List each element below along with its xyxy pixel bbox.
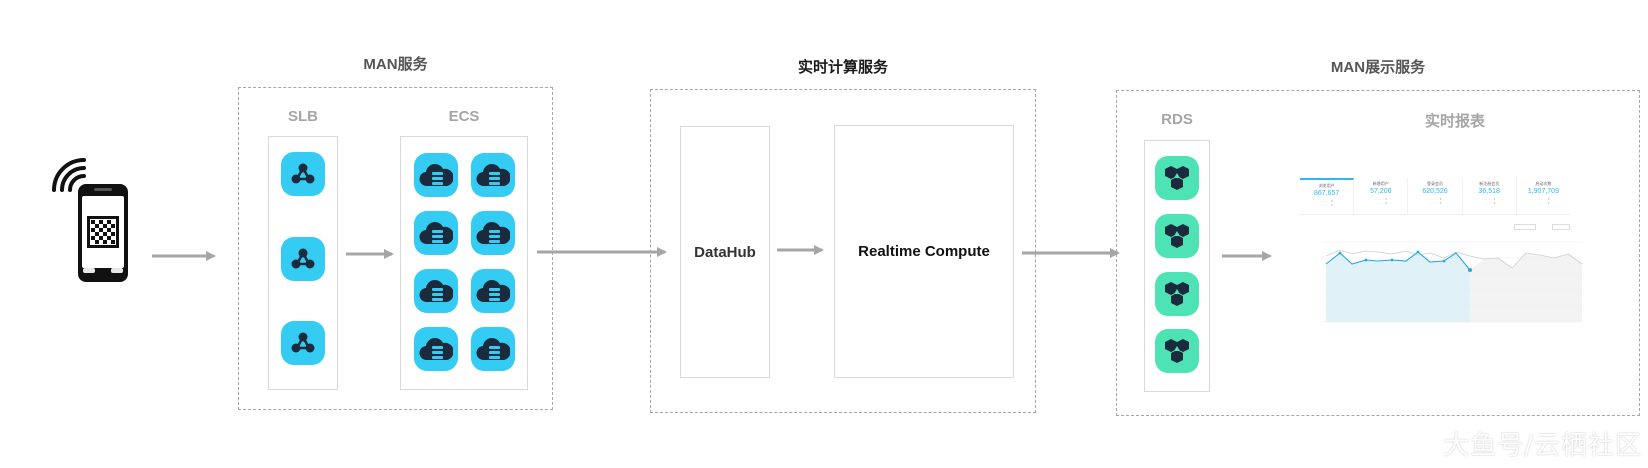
kpi-sub: ······ ··· ▾······ ··· ▾ xyxy=(1428,197,1442,205)
realtime-report-thumbnail: 浏览用户 867,657 ······ ··· ▾······ ··· ▾ 新增… xyxy=(1300,178,1592,344)
section-title-man: MAN服务 xyxy=(363,56,428,73)
section-man xyxy=(238,87,553,410)
kpi-sub: ······ ··· ▾······ ··· ▾ xyxy=(1374,197,1387,205)
watermark: 大鱼号/云栖社区 xyxy=(1443,431,1642,461)
kpi-value: 36,518 xyxy=(1478,188,1500,195)
section-realtime xyxy=(650,89,1036,413)
load-balancer-icon xyxy=(281,321,325,365)
kpi-sub: ······ ··· ▾······ ··· ▾ xyxy=(1320,199,1333,207)
kpi-sub: ······ ··· ▾······ ··· ▾ xyxy=(1537,197,1550,205)
realtime-compute-box: Realtime Compute xyxy=(834,125,1014,378)
slb-group xyxy=(268,136,338,390)
mobile-phone-qr-icon xyxy=(48,158,132,286)
cloud-server-icon xyxy=(414,327,458,371)
trend-line-chart xyxy=(1322,241,1583,323)
kpi-card: 登录会员 620,526 ······ ··· ▾······ ··· ▾ xyxy=(1408,178,1463,214)
kpi-card: 启动次数 1,907,709 ······ ··· ▾······ ··· ▾ xyxy=(1517,178,1570,214)
load-balancer-icon xyxy=(281,152,325,196)
datahub-box: DataHub xyxy=(680,126,770,378)
load-balancer-icon xyxy=(281,237,325,281)
database-hexagon-icon xyxy=(1155,156,1199,200)
database-hexagon-icon xyxy=(1155,272,1199,316)
date-picker[interactable] xyxy=(1514,224,1536,230)
kpi-card: 新注册会员 36,518 ······ ··· ▾······ ··· ▾ xyxy=(1463,178,1517,214)
kpi-sub: ······ ··· ▾······ ··· ▾ xyxy=(1483,197,1496,205)
cloud-server-icon xyxy=(471,327,515,371)
slb-label: SLB xyxy=(288,108,318,125)
rds-group xyxy=(1144,140,1210,392)
kpi-card: 浏览用户 867,657 ······ ··· ▾······ ··· ▾ xyxy=(1300,178,1355,214)
section-title-display: MAN展示服务 xyxy=(1330,59,1426,76)
database-hexagon-icon xyxy=(1155,329,1199,373)
cloud-server-icon xyxy=(414,153,458,197)
section-display xyxy=(1116,90,1640,416)
ecs-group xyxy=(400,136,528,390)
kpi-card: 新增用户 57,206 ······ ··· ▾······ ··· ▾ xyxy=(1354,178,1409,214)
report-label: 实时报表 xyxy=(1424,113,1485,130)
cloud-server-icon xyxy=(414,269,458,313)
database-hexagon-icon xyxy=(1155,214,1199,258)
kpi-label: 启动次数 xyxy=(1535,181,1552,186)
rds-label: RDS xyxy=(1161,111,1193,128)
kpi-value: 620,526 xyxy=(1422,188,1448,195)
kpi-label: 浏览用户 xyxy=(1318,183,1335,188)
kpi-value: 867,657 xyxy=(1313,190,1340,197)
cloud-server-icon xyxy=(471,153,515,197)
ecs-label: ECS xyxy=(448,108,480,125)
cloud-server-icon xyxy=(471,211,515,255)
datahub-label: DataHub xyxy=(694,243,756,261)
cloud-server-icon xyxy=(471,269,515,313)
realtime-compute-label: Realtime Compute xyxy=(858,243,990,260)
section-title-realtime: 实时计算服务 xyxy=(797,59,888,76)
kpi-label: 新增用户 xyxy=(1372,181,1389,186)
granularity-select[interactable] xyxy=(1552,224,1570,230)
kpi-label: 登录会员 xyxy=(1427,181,1443,186)
kpi-row: 浏览用户 867,657 ······ ··· ▾······ ··· ▾ 新增… xyxy=(1300,178,1570,215)
kpi-value: 57,206 xyxy=(1370,188,1392,195)
kpi-label: 新注册会员 xyxy=(1479,181,1500,186)
cloud-server-icon xyxy=(414,211,458,255)
kpi-value: 1,907,709 xyxy=(1527,188,1559,195)
